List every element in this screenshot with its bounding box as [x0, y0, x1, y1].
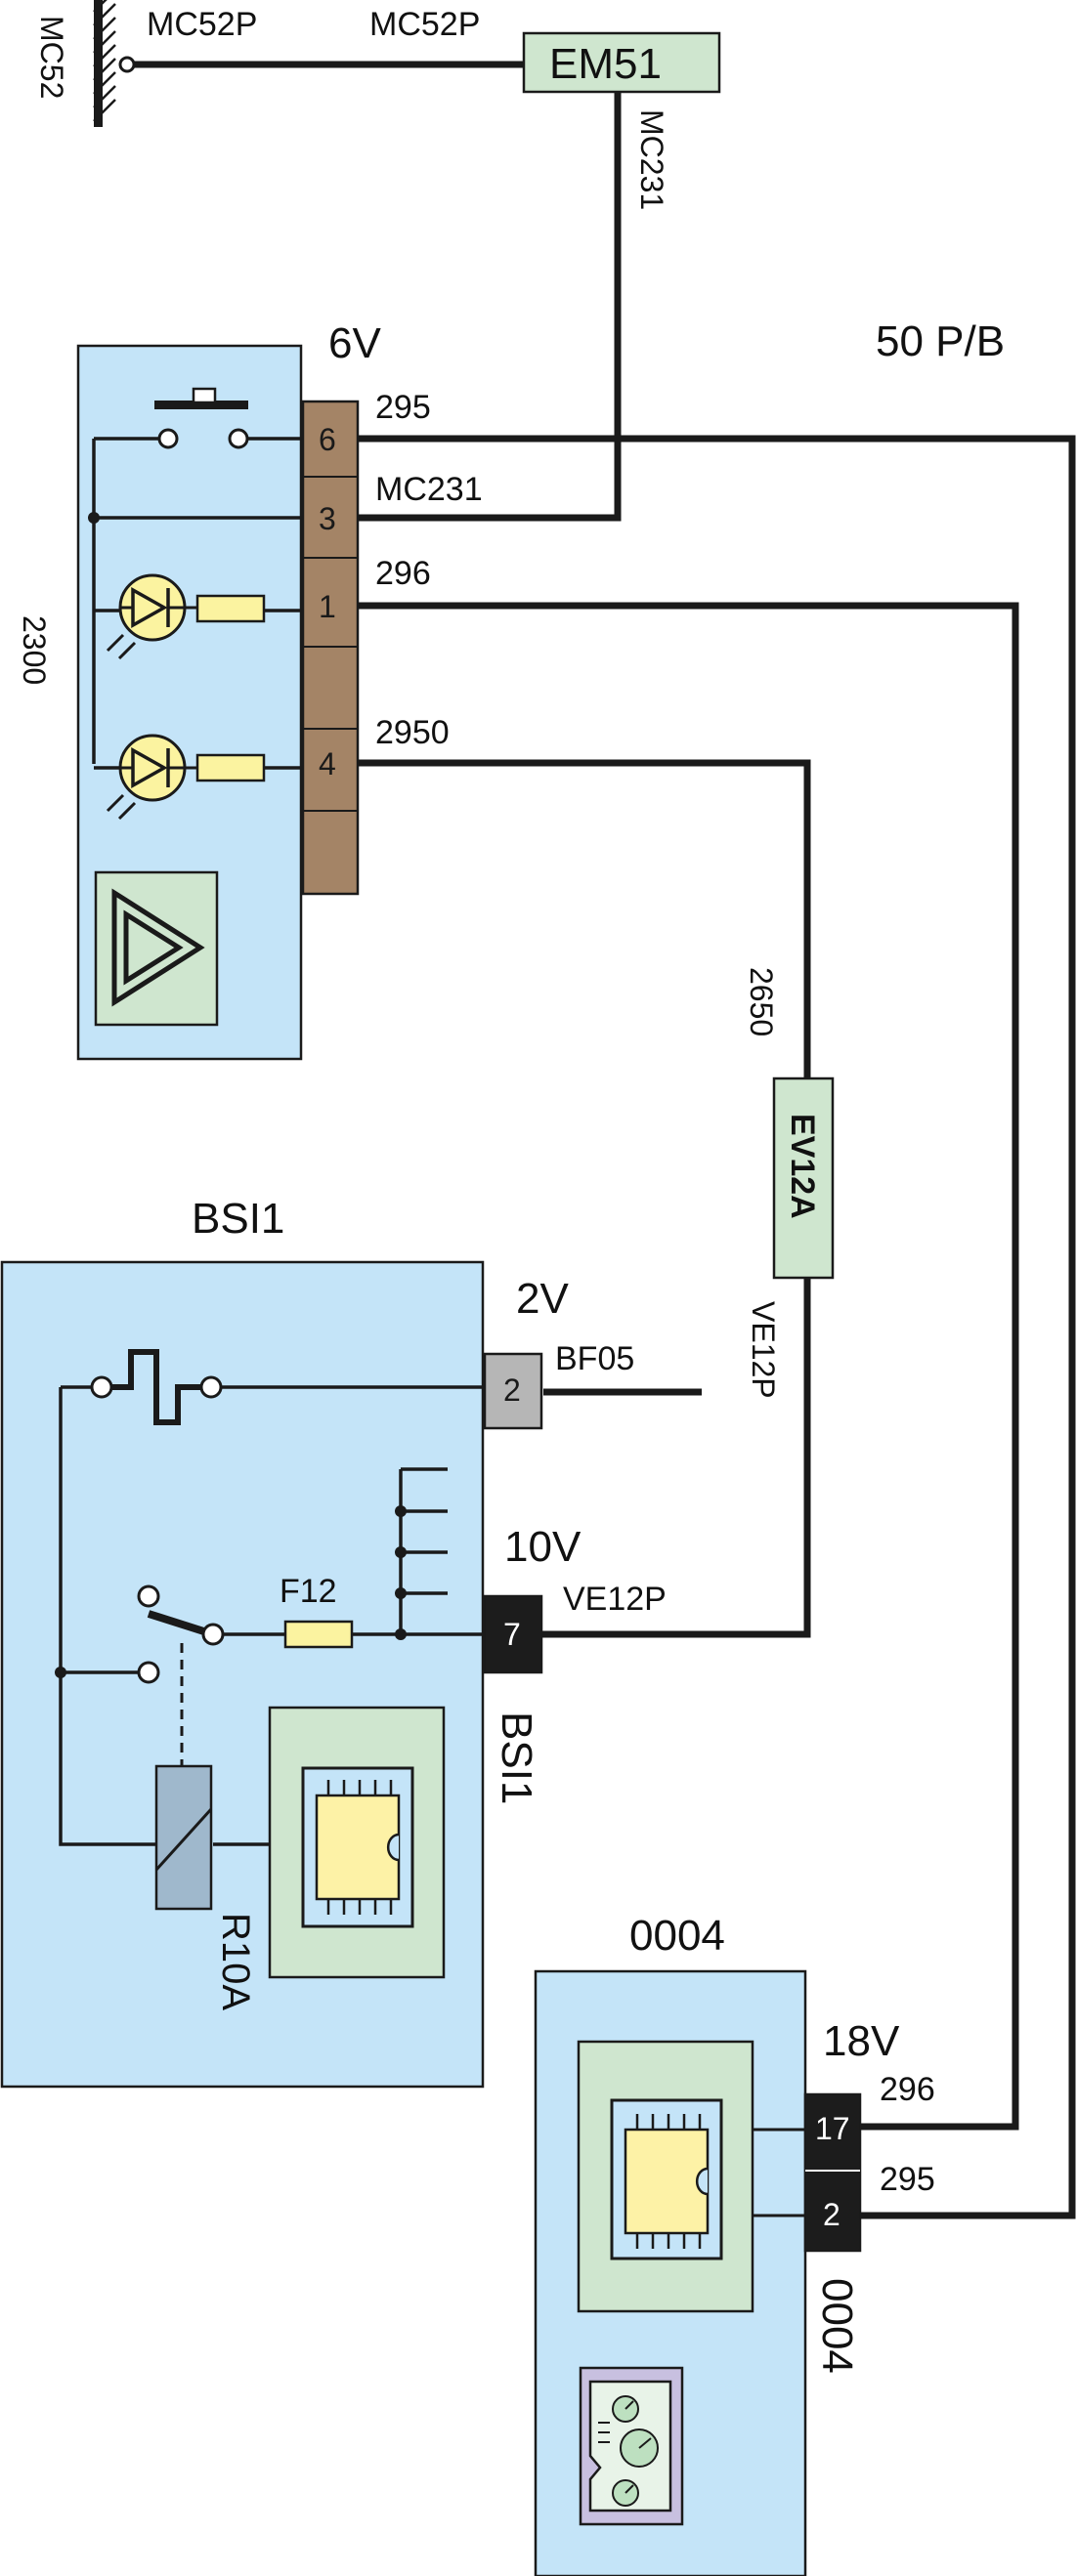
- bsi1-internal-circuit: [55, 1385, 485, 1846]
- module-0004-side-label: 0004: [813, 2278, 861, 2374]
- ground-hatch: [93, 0, 116, 122]
- ev12a-label: EV12A: [784, 1114, 821, 1219]
- em51-label: EM51: [549, 40, 662, 88]
- connector-2v-body: [483, 1352, 543, 1430]
- fuse-label: F12: [280, 1573, 337, 1610]
- ground-wire-right-label: MC52P: [369, 6, 480, 43]
- wire-label-296-bottom: 296: [880, 2071, 935, 2108]
- connector-6v[interactable]: 6 3 1 4: [301, 400, 360, 896]
- wire-label-296-top: 296: [375, 555, 431, 592]
- led-icon-upper: [106, 573, 266, 660]
- module-0004[interactable]: 0004 0004: [534, 1912, 935, 2576]
- pin-2: 2: [823, 2197, 840, 2232]
- splice-em51[interactable]: EM51 MC231: [522, 31, 721, 210]
- em51-box: [522, 31, 721, 94]
- wire-label-2950: 2950: [375, 714, 450, 751]
- bsi1-title: BSI1: [192, 1195, 284, 1243]
- fuse-icon: [283, 1620, 354, 1649]
- relay-label: R10A: [214, 1913, 257, 2010]
- module-2300-label: 2300: [17, 615, 52, 685]
- led-icon-lower: [106, 734, 266, 821]
- wire-295[interactable]: [358, 435, 1076, 2219]
- instrument-cluster-icon: [579, 2366, 684, 2526]
- wire-label-mc231: MC231: [375, 471, 483, 508]
- connector-2v-label: 2V: [516, 1275, 569, 1323]
- pin-6: 6: [319, 422, 336, 457]
- wire-mc231[interactable]: [358, 84, 622, 522]
- bsi1-side-label: BSI1: [493, 1711, 540, 1804]
- em51-vertical-wire-label: MC231: [634, 109, 669, 210]
- pin-4: 4: [319, 746, 336, 781]
- ev12a-box: [772, 1077, 835, 1280]
- relay-coil-icon: R10A: [154, 1764, 257, 2010]
- wire-2950[interactable]: [358, 759, 811, 1078]
- module-2300-connector-label: 6V: [328, 319, 381, 367]
- hazard-triangle-icon: [94, 870, 219, 1027]
- module-0004-title: 0004: [629, 1912, 725, 1960]
- ground-label: MC52: [34, 16, 69, 99]
- wire-296[interactable]: [358, 602, 1019, 2131]
- connector-2v-pin: 2: [503, 1372, 521, 1408]
- ground-wire-left-label: MC52P: [147, 6, 257, 43]
- module-2300-internal-circuit: [88, 437, 303, 770]
- splice-ev12a[interactable]: 2650 EV12A VE12P: [744, 967, 835, 1399]
- connector-10v-label: 10V: [504, 1523, 582, 1571]
- ground-mc52: MC52 MC52P MC52P: [34, 0, 480, 127]
- pin-17: 17: [815, 2111, 850, 2146]
- wire-label-ve12p: VE12P: [563, 1581, 667, 1618]
- connector-18v-body: [803, 2092, 862, 2253]
- bsi1-ecu-chip-icon: [268, 1706, 446, 1979]
- ev12a-top-wire-label: 2650: [744, 967, 779, 1036]
- connector-18v[interactable]: 18V 17 2 296 295: [803, 2017, 935, 2253]
- connector-10v-body: [483, 1594, 543, 1674]
- ground-terminal: [118, 56, 136, 73]
- fuse-f12: F12: [280, 1573, 354, 1649]
- wire-label-bf05: BF05: [555, 1340, 634, 1377]
- connector-10v-pin: 7: [503, 1617, 521, 1652]
- connector-2v[interactable]: 2V 2 BF05: [483, 1275, 634, 1430]
- thermal-breaker-icon: [90, 1349, 223, 1425]
- pin-1: 1: [319, 589, 336, 624]
- push-switch: [154, 387, 249, 449]
- wires: [127, 61, 1076, 2219]
- wire-label-295-top: 295: [375, 389, 431, 426]
- module-0004-ecu-chip-icon: [577, 2040, 805, 2313]
- module-2300[interactable]: 2300 6V: [17, 319, 483, 1061]
- connector-18v-label: 18V: [823, 2017, 900, 2065]
- module-bsi1[interactable]: BSI1 BSI1: [0, 1195, 667, 2089]
- harness-label: 50 P/B: [876, 317, 1005, 365]
- wire-label-295-bottom: 295: [880, 2161, 935, 2198]
- ev12a-bottom-wire-label: VE12P: [746, 1301, 781, 1399]
- pin-3: 3: [319, 501, 336, 536]
- connector-10v[interactable]: 10V 7 VE12P: [483, 1523, 667, 1674]
- relay-switch-icon: [137, 1584, 225, 1766]
- wire-ve12p[interactable]: [541, 1278, 811, 1638]
